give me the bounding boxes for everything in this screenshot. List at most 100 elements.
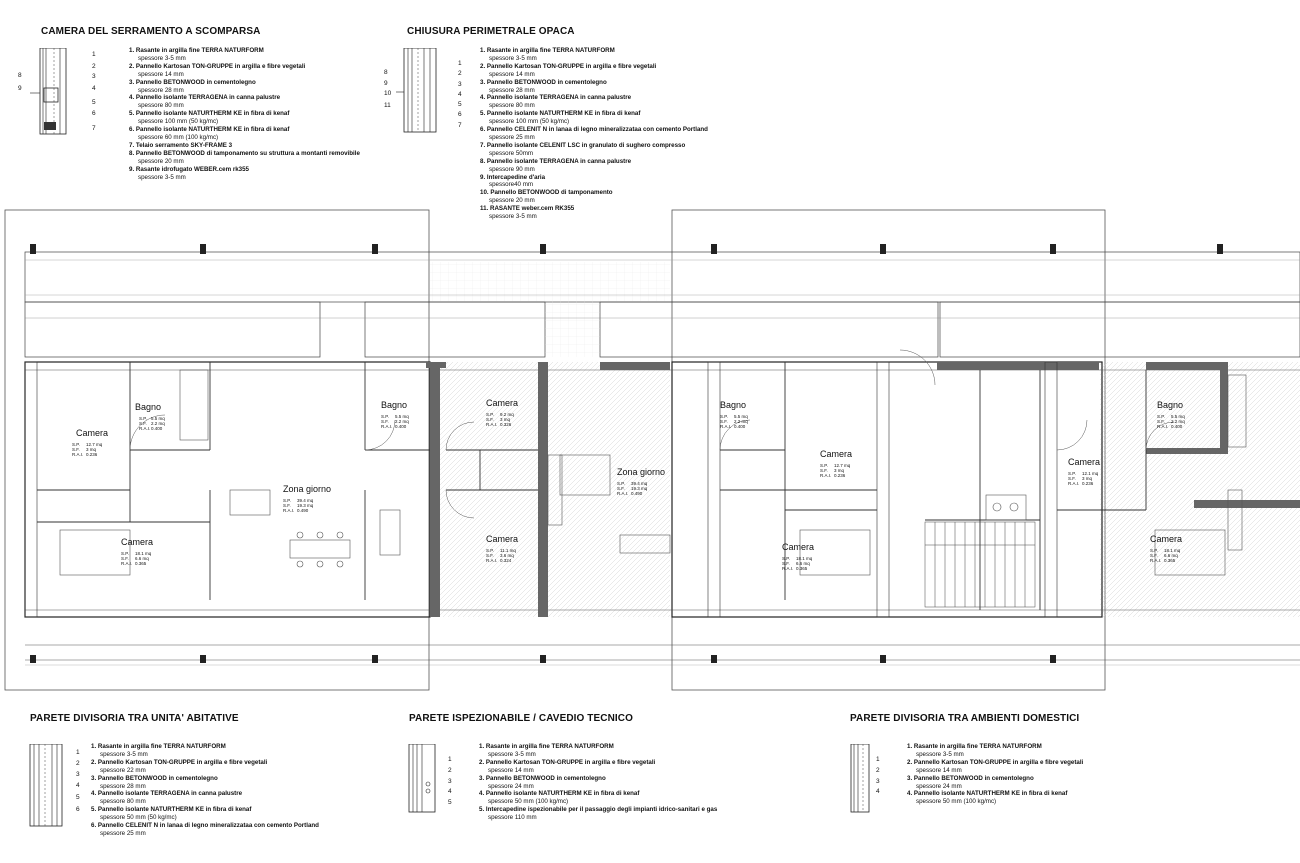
svg-text:3 mq: 3 mq — [1082, 476, 1093, 481]
wall-section-drawing — [30, 48, 67, 135]
legend-item-spec: spessore 80 mm — [489, 102, 535, 110]
svg-text:R.A.I.: R.A.I. — [1157, 424, 1168, 429]
legend-item-spec: spessore 28 mm — [138, 86, 184, 94]
svg-text:S.P.: S.P. — [820, 463, 828, 468]
svg-text:12.1 mq: 12.1 mq — [1082, 471, 1099, 476]
materials-legend: 1. Rasante in argilla fine TERRA NATURFO… — [479, 743, 717, 822]
svg-text:S.F.: S.F. — [121, 556, 129, 561]
svg-text:Zona giorno: Zona giorno — [617, 467, 665, 477]
svg-text:39.4 mq: 39.4 mq — [631, 481, 648, 486]
svg-text:0.326: 0.326 — [500, 422, 512, 427]
legend-item-name: 3. Pannello BETONWOOD in cementolegno — [479, 774, 606, 782]
legend-item-name: 7. Pannello isolante CELENIT LSC in gran… — [480, 141, 686, 149]
stairs — [924, 521, 1036, 608]
legend-item-name: 8. Pannello BETONWOOD di tamponamento su… — [129, 149, 360, 157]
svg-text:S.P.: S.P. — [381, 414, 389, 419]
legend-item-name: 10. Pannello BETONWOOD di tamponamento — [480, 189, 613, 197]
svg-text:0.324: 0.324 — [500, 558, 512, 563]
legend-item-name: 11. RASANTE weber.cem RK355 — [480, 205, 575, 213]
svg-text:19.3 mq: 19.3 mq — [631, 486, 648, 491]
legend-item-spec: spessore 25 mm — [100, 829, 146, 837]
legend-item-spec: spessore 28 mm — [489, 86, 535, 94]
legend-item-spec: spessore 90 mm — [489, 165, 535, 173]
svg-text:S.F.: S.F. — [72, 447, 80, 452]
svg-text:Camera: Camera — [1150, 534, 1182, 544]
svg-text:S.F.: S.F. — [720, 419, 728, 424]
legend-item-name: 3. Pannello BETONWOOD in cementolegno — [129, 78, 256, 86]
legend-item-name: 6. Pannello isolante NATURTHERM KE in fi… — [129, 126, 290, 134]
room-zona-giorno-2: Zona giorno S.P.39.4 mq S.F.19.3 mq R.A.… — [617, 467, 665, 496]
svg-text:R.A.I.: R.A.I. — [1068, 481, 1079, 486]
svg-text:0.400: 0.400 — [1171, 424, 1183, 429]
wall-section-drawing — [29, 744, 63, 827]
svg-text:Camera: Camera — [820, 449, 852, 459]
svg-text:R.A.I.: R.A.I. — [1150, 558, 1161, 563]
legend-item-spec: spessore 3-5 mm — [489, 213, 537, 221]
svg-text:0.365: 0.365 — [796, 566, 808, 571]
svg-text:Bagno: Bagno — [1157, 400, 1183, 410]
floor-plan: Bagno S.P.5.5 mq S.F.2.2 mq R.A.I.0.400 … — [4, 209, 1300, 691]
svg-text:S.P.: S.P. — [617, 481, 625, 486]
legend-item-spec: spessore 22 mm — [100, 766, 146, 774]
legend-item-name: 6. Pannello CELENIT N in lanaa di legno … — [480, 126, 708, 134]
svg-text:S.F.: S.F. — [1068, 476, 1076, 481]
legend-item-name: 2. Pannello Kartosan TON-GRUPPE in argil… — [480, 62, 657, 70]
room-labels: Bagno S.P.5.5 mq S.F.2.2 mq R.A.I.0.400 … — [72, 398, 1185, 571]
legend-item-name: 9. Rasante idrofugato WEBER.cem rk355 — [129, 165, 250, 173]
room-camera-6: Camera S.P.18.1 mq S.F.6.6 mq R.A.I.0.36… — [782, 542, 814, 571]
svg-text:Camera: Camera — [121, 537, 153, 547]
svg-text:12.7 mq: 12.7 mq — [834, 463, 851, 468]
svg-text:R.A.I.: R.A.I. — [381, 424, 392, 429]
svg-text:0.400: 0.400 — [395, 424, 407, 429]
svg-text:R.A.I.: R.A.I. — [782, 566, 793, 571]
svg-text:0.365: 0.365 — [135, 561, 147, 566]
svg-text:S.F.: S.F. — [381, 419, 389, 424]
svg-text:Bagno: Bagno — [381, 400, 407, 410]
legend-item-name: 6. Pannello CELENIT N in lanaa di legno … — [91, 822, 319, 830]
legend-item-name: 3. Pannello BETONWOOD in cementolegno — [480, 78, 607, 86]
legend-item-name: 4. Pannello isolante NATURTHERM KE in fi… — [907, 790, 1068, 798]
legend-item-spec: spessore 60 mm (100 kg/mc) — [138, 133, 219, 141]
svg-text:S.F.: S.F. — [782, 561, 790, 566]
room-camera-1: Camera S.P.12.7 mq S.F.3 mq R.A.I.0.236 — [72, 428, 108, 457]
legend-item-spec: spessore 50mm — [489, 149, 534, 157]
wall-section-drawing — [850, 744, 870, 813]
legend-item-name: 5. Pannello isolante NATURTHERM KE in fi… — [129, 110, 290, 118]
svg-text:R.A.I.: R.A.I. — [820, 473, 831, 478]
svg-text:0.400: 0.400 — [734, 424, 746, 429]
svg-text:6.6 mq: 6.6 mq — [135, 556, 149, 561]
svg-text:Camera: Camera — [1068, 457, 1100, 467]
svg-text:S.P.: S.P. — [72, 442, 80, 447]
svg-text:0.236: 0.236 — [834, 473, 846, 478]
svg-text:S.P.: S.P. — [1157, 414, 1165, 419]
legend-item-spec: spessore 24 mm — [916, 782, 962, 790]
legend-item-name: 1. Rasante in argilla fine TERRA NATURFO… — [907, 743, 1042, 750]
section-title: PARETE ISPEZIONABILE / CAVEDIO TECNICO — [409, 713, 634, 724]
svg-text:0.236: 0.236 — [86, 452, 98, 457]
svg-text:11.1 mq: 11.1 mq — [500, 548, 516, 553]
legend-item-spec: spessore 28 mm — [100, 782, 146, 790]
svg-text:R.A.I.: R.A.I. — [486, 558, 497, 563]
svg-text:S.P.: S.P. — [139, 416, 147, 421]
svg-text:5.5 mq: 5.5 mq — [734, 414, 748, 419]
svg-text:5.5 mq: 5.5 mq — [395, 414, 409, 419]
room-camera-7: Camera S.P.12.1 mq S.F.3 mq R.A.I.0.236 — [1068, 457, 1100, 486]
svg-text:Camera: Camera — [486, 398, 518, 408]
legend-item-name: 2. Pannello Kartosan TON-GRUPPE in argil… — [129, 62, 306, 70]
legend-item-name: 4. Pannello isolante TERRAGENA in canna … — [480, 94, 632, 102]
legend-item-name: 8. Pannello isolante TERRAGENA in canna … — [480, 157, 632, 165]
svg-text:0.400: 0.400 — [151, 426, 163, 431]
legend-item-name: 2. Pannello Kartosan TON-GRUPPE in argil… — [907, 758, 1084, 766]
legend-item-name: 1. Rasante in argilla fine TERRA NATURFO… — [480, 47, 615, 54]
svg-text:3 mq: 3 mq — [500, 417, 511, 422]
section-title: CAMERA DEL SERRAMENTO A SCOMPARSA — [41, 26, 261, 37]
svg-text:S.F.: S.F. — [820, 468, 828, 473]
legend-item-name: 7. Telaio serramento SKY-FRAME 3 — [129, 141, 233, 149]
svg-text:Bagno: Bagno — [720, 400, 746, 410]
legend-item-name: 3. Pannello BETONWOOD in cementolegno — [907, 774, 1034, 782]
room-bagno-1: Bagno S.P.5.5 mq S.F.2.2 mq R.A.I.0.400 — [135, 402, 165, 431]
svg-text:18.1 mq: 18.1 mq — [1164, 548, 1181, 553]
svg-text:S.F.: S.F. — [486, 417, 494, 422]
legend-item-name: 4. Pannello isolante NATURTHERM KE in fi… — [479, 790, 640, 798]
room-camera-3: Camera S.P.9.2 mq S.F.3 mq R.A.I.0.326 — [486, 398, 518, 427]
